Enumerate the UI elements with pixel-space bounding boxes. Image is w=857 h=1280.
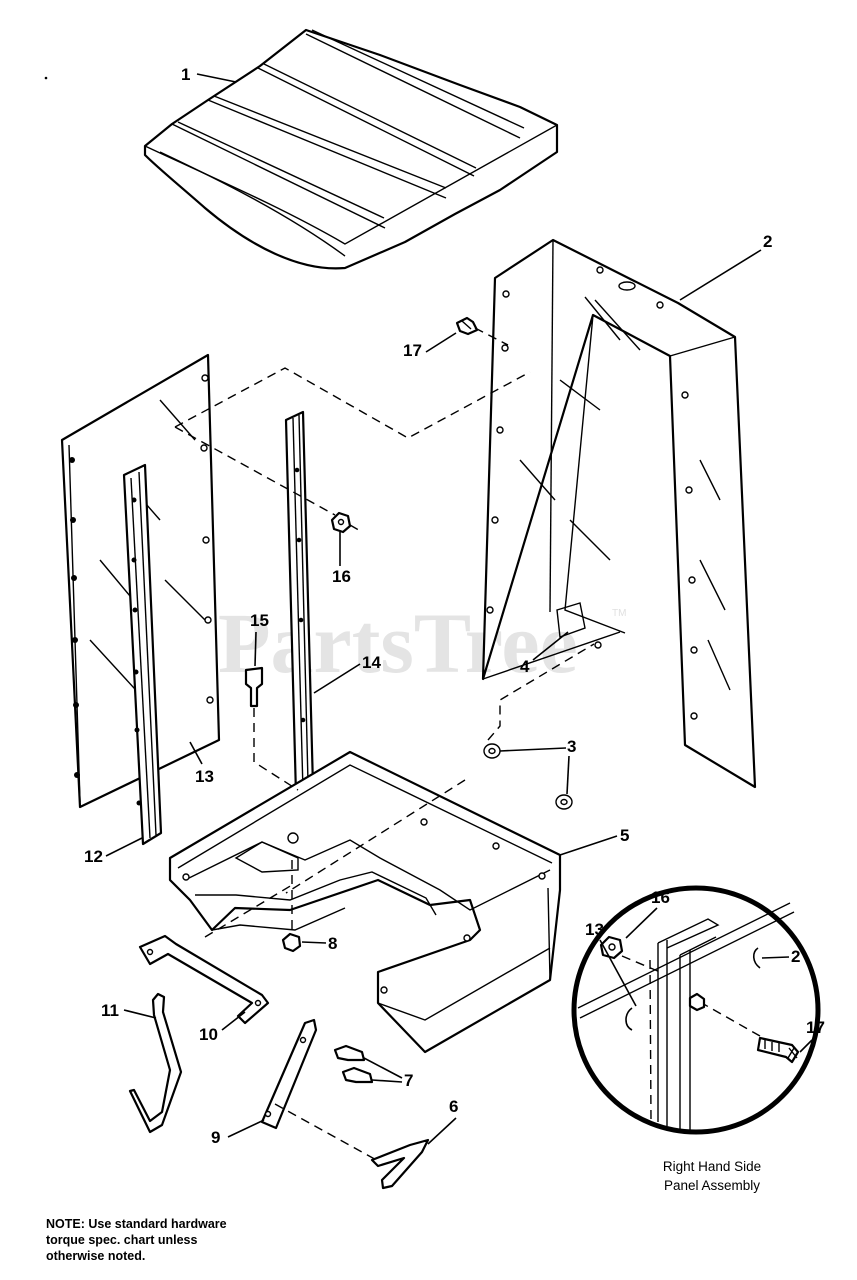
note-line: torque spec. chart unless xyxy=(46,1233,198,1247)
detail-caption: Right Hand Side Panel Assembly xyxy=(632,1157,792,1195)
detail-callout-17: 17 xyxy=(806,1018,825,1037)
part-3-washers xyxy=(483,743,573,810)
part-8-nut xyxy=(281,932,302,953)
part-11-clip xyxy=(128,992,183,1134)
stray-mark xyxy=(44,76,48,80)
callout-14: 14 xyxy=(362,653,381,672)
callout-10: 10 xyxy=(199,1025,218,1044)
callout-2: 2 xyxy=(763,232,772,251)
torque-note: NOTE: Use standard hardware torque spec.… xyxy=(46,1216,286,1264)
part-2-side-panel xyxy=(481,238,757,789)
note-line: otherwise noted. xyxy=(46,1249,146,1263)
callout-13: 13 xyxy=(195,767,214,786)
callout-11: 11 xyxy=(101,1001,119,1020)
part-5-base-tray xyxy=(168,750,562,1054)
callout-17: 17 xyxy=(403,341,422,360)
callout-3: 3 xyxy=(567,737,576,756)
callout-8: 8 xyxy=(328,934,337,953)
watermark: PartsTree TM xyxy=(218,595,626,691)
callout-6: 6 xyxy=(449,1097,458,1116)
part-16-nut xyxy=(330,511,352,534)
detail-caption-line: Panel Assembly xyxy=(663,1178,761,1193)
callouts: 1 2 17 16 15 14 4 3 13 12 5 8 11 10 7 9 … xyxy=(84,65,772,1147)
callout-9: 9 xyxy=(211,1128,220,1147)
assembly-lines xyxy=(174,327,595,1163)
callout-7: 7 xyxy=(404,1071,413,1090)
note-line: NOTE: Use standard hardware xyxy=(46,1217,227,1231)
callout-16: 16 xyxy=(332,567,351,586)
detail-callout-16: 16 xyxy=(651,888,670,907)
part-9-strap xyxy=(260,1018,318,1130)
callout-5: 5 xyxy=(620,826,629,845)
callout-15: 15 xyxy=(250,611,269,630)
callout-12: 12 xyxy=(84,847,103,866)
detail-caption-line: Right Hand Side xyxy=(662,1159,762,1174)
callout-4: 4 xyxy=(520,657,530,676)
part-6-pin xyxy=(370,1138,430,1190)
part-10-bracket xyxy=(138,934,270,1025)
part-7-screws xyxy=(333,1044,374,1084)
detail-callout-2: 2 xyxy=(791,947,800,966)
part-1-lid xyxy=(143,28,559,270)
watermark-tm: TM xyxy=(612,608,626,619)
detail-callout-13: 13 xyxy=(585,920,604,939)
callout-1: 1 xyxy=(181,65,190,84)
part-15-bolt xyxy=(244,666,264,708)
watermark-text: PartsTree xyxy=(218,595,578,691)
part-17-screw xyxy=(455,316,479,336)
detail-view-circle: 16 2 13 17 xyxy=(571,885,825,1135)
part-12-channel xyxy=(122,463,163,846)
